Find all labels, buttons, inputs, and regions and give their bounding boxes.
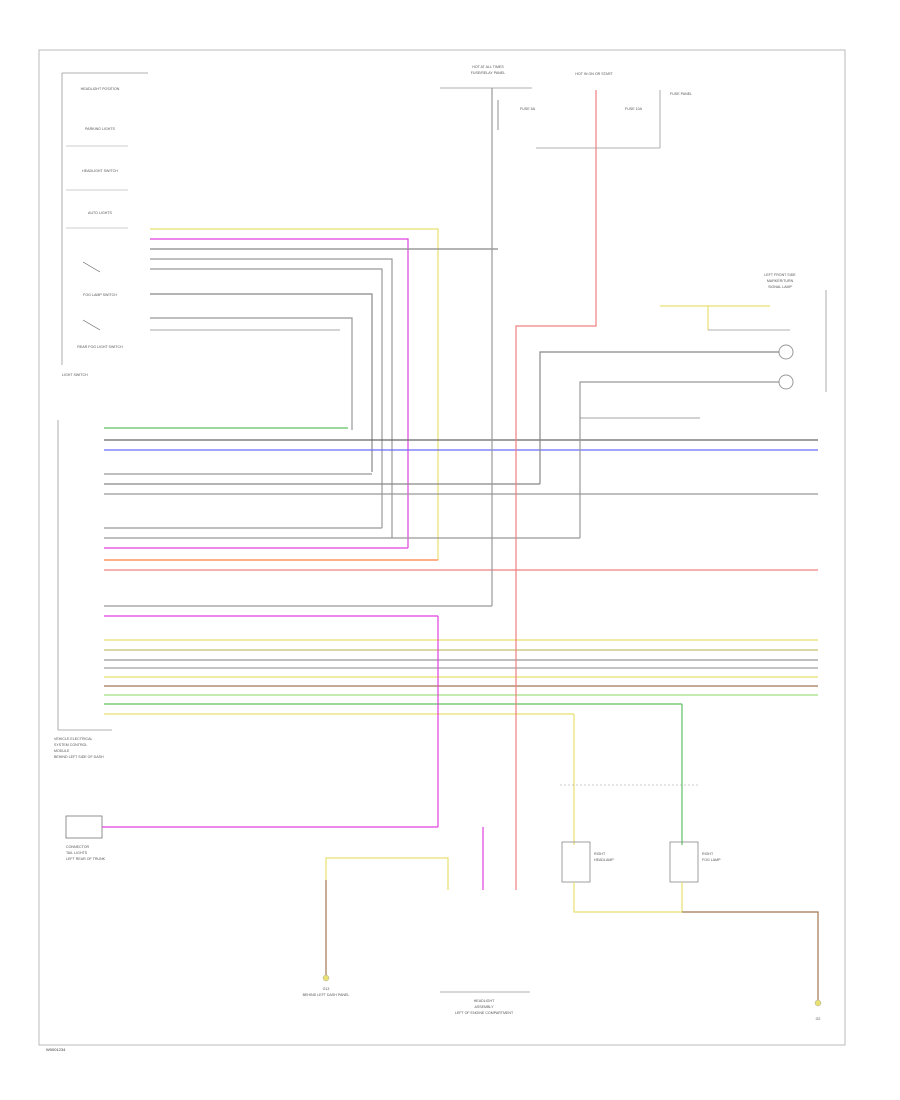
diagram-border xyxy=(38,49,846,1046)
light-switch: HEADLIGHT POSITION PARKING LIGHTS HEADLI… xyxy=(61,72,148,377)
lfl-line-1: MARKER/TURN xyxy=(767,279,794,283)
connector-line-0: CONNECTOR xyxy=(66,845,89,849)
left-front-lamp: LEFT FRONT SIDE MARKER/TURN SIGNAL LAMP xyxy=(539,273,827,538)
fuse-hot-at-all-times: HOT AT ALL TIMES FUSE/RELAY PANEL FUSE 5… xyxy=(440,65,536,606)
right-lamp-b-line-1: FOG LAMP xyxy=(702,858,721,862)
connector-tail-lights: CONNECTOR TAIL LIGHTS LEFT REAR OF TRUNK xyxy=(65,616,439,861)
switch-position-5: REAR FOG LIGHT SWITCH xyxy=(77,345,123,349)
headlight-line-2: LEFT OF ENGINE COMPARTMENT xyxy=(455,1011,514,1015)
module-label-3: BEHIND LEFT SIDE OF DASH xyxy=(54,755,104,759)
lfl-line-0: LEFT FRONT SIDE xyxy=(764,273,796,277)
fuse-b-line-1: FUSE 10A xyxy=(625,107,643,111)
fuse-b-line-0: HOT IN ON OR START xyxy=(575,72,613,76)
headlight-line-0: HEADLIGHT xyxy=(474,999,495,1003)
connector-line-2: LEFT REAR OF TRUNK xyxy=(66,857,106,861)
fuse-a-line-2: FUSE 5A xyxy=(520,107,536,111)
switch-position-4: FOG LAMP SWITCH xyxy=(83,293,117,297)
bottom-center-wiring xyxy=(322,827,484,982)
light-switch-wires xyxy=(150,228,498,560)
switch-position-1: PARKING LIGHTS xyxy=(85,127,115,131)
ground-right-id: G2 xyxy=(816,1017,821,1021)
module-label-0: VEHICLE ELECTRICAL xyxy=(54,737,93,741)
switch-position-3: AUTO LIGHTS xyxy=(88,211,112,215)
module-label-2: MODULE xyxy=(54,749,70,753)
fuse-hot-in-on: HOT IN ON OR START FUSE 10A FUSE PANEL xyxy=(515,72,692,890)
light-switch-name: LIGHT SWITCH xyxy=(62,373,88,377)
right-lamps xyxy=(560,704,822,1007)
fuse-a-line-0: HOT AT ALL TIMES xyxy=(472,65,504,69)
control-module: VEHICLE ELECTRICAL SYSTEM CONTROL MODULE… xyxy=(54,420,112,759)
module-label-1: SYSTEM CONTROL xyxy=(54,743,87,747)
connector-line-1: TAIL LIGHTS xyxy=(66,851,88,855)
switch-position-2: HEADLIGHT SWITCH xyxy=(82,169,118,173)
headlight-assembly: HEADLIGHT ASSEMBLY LEFT OF ENGINE COMPAR… xyxy=(440,991,530,1015)
fuse-b-line-2: FUSE PANEL xyxy=(670,92,692,96)
right-lamp-a-line-1: HEADLAMP xyxy=(594,858,614,862)
page-id: W0001234 xyxy=(46,1047,66,1052)
right-lamp-a-line-0: RIGHT xyxy=(594,852,606,856)
fuse-a-line-1: FUSE/RELAY PANEL xyxy=(471,71,506,75)
right-lamp-b-line-0: RIGHT xyxy=(702,852,714,856)
ground-left-location: BEHIND LEFT DASH PANEL xyxy=(303,993,350,997)
lfl-line-2: SIGNAL LAMP xyxy=(768,285,792,289)
headlight-line-1: ASSEMBLY xyxy=(474,1005,494,1009)
ground-left-id: G13 xyxy=(323,987,330,991)
switch-position-0: HEADLIGHT POSITION xyxy=(81,87,120,91)
module-bus-wires xyxy=(104,427,818,715)
